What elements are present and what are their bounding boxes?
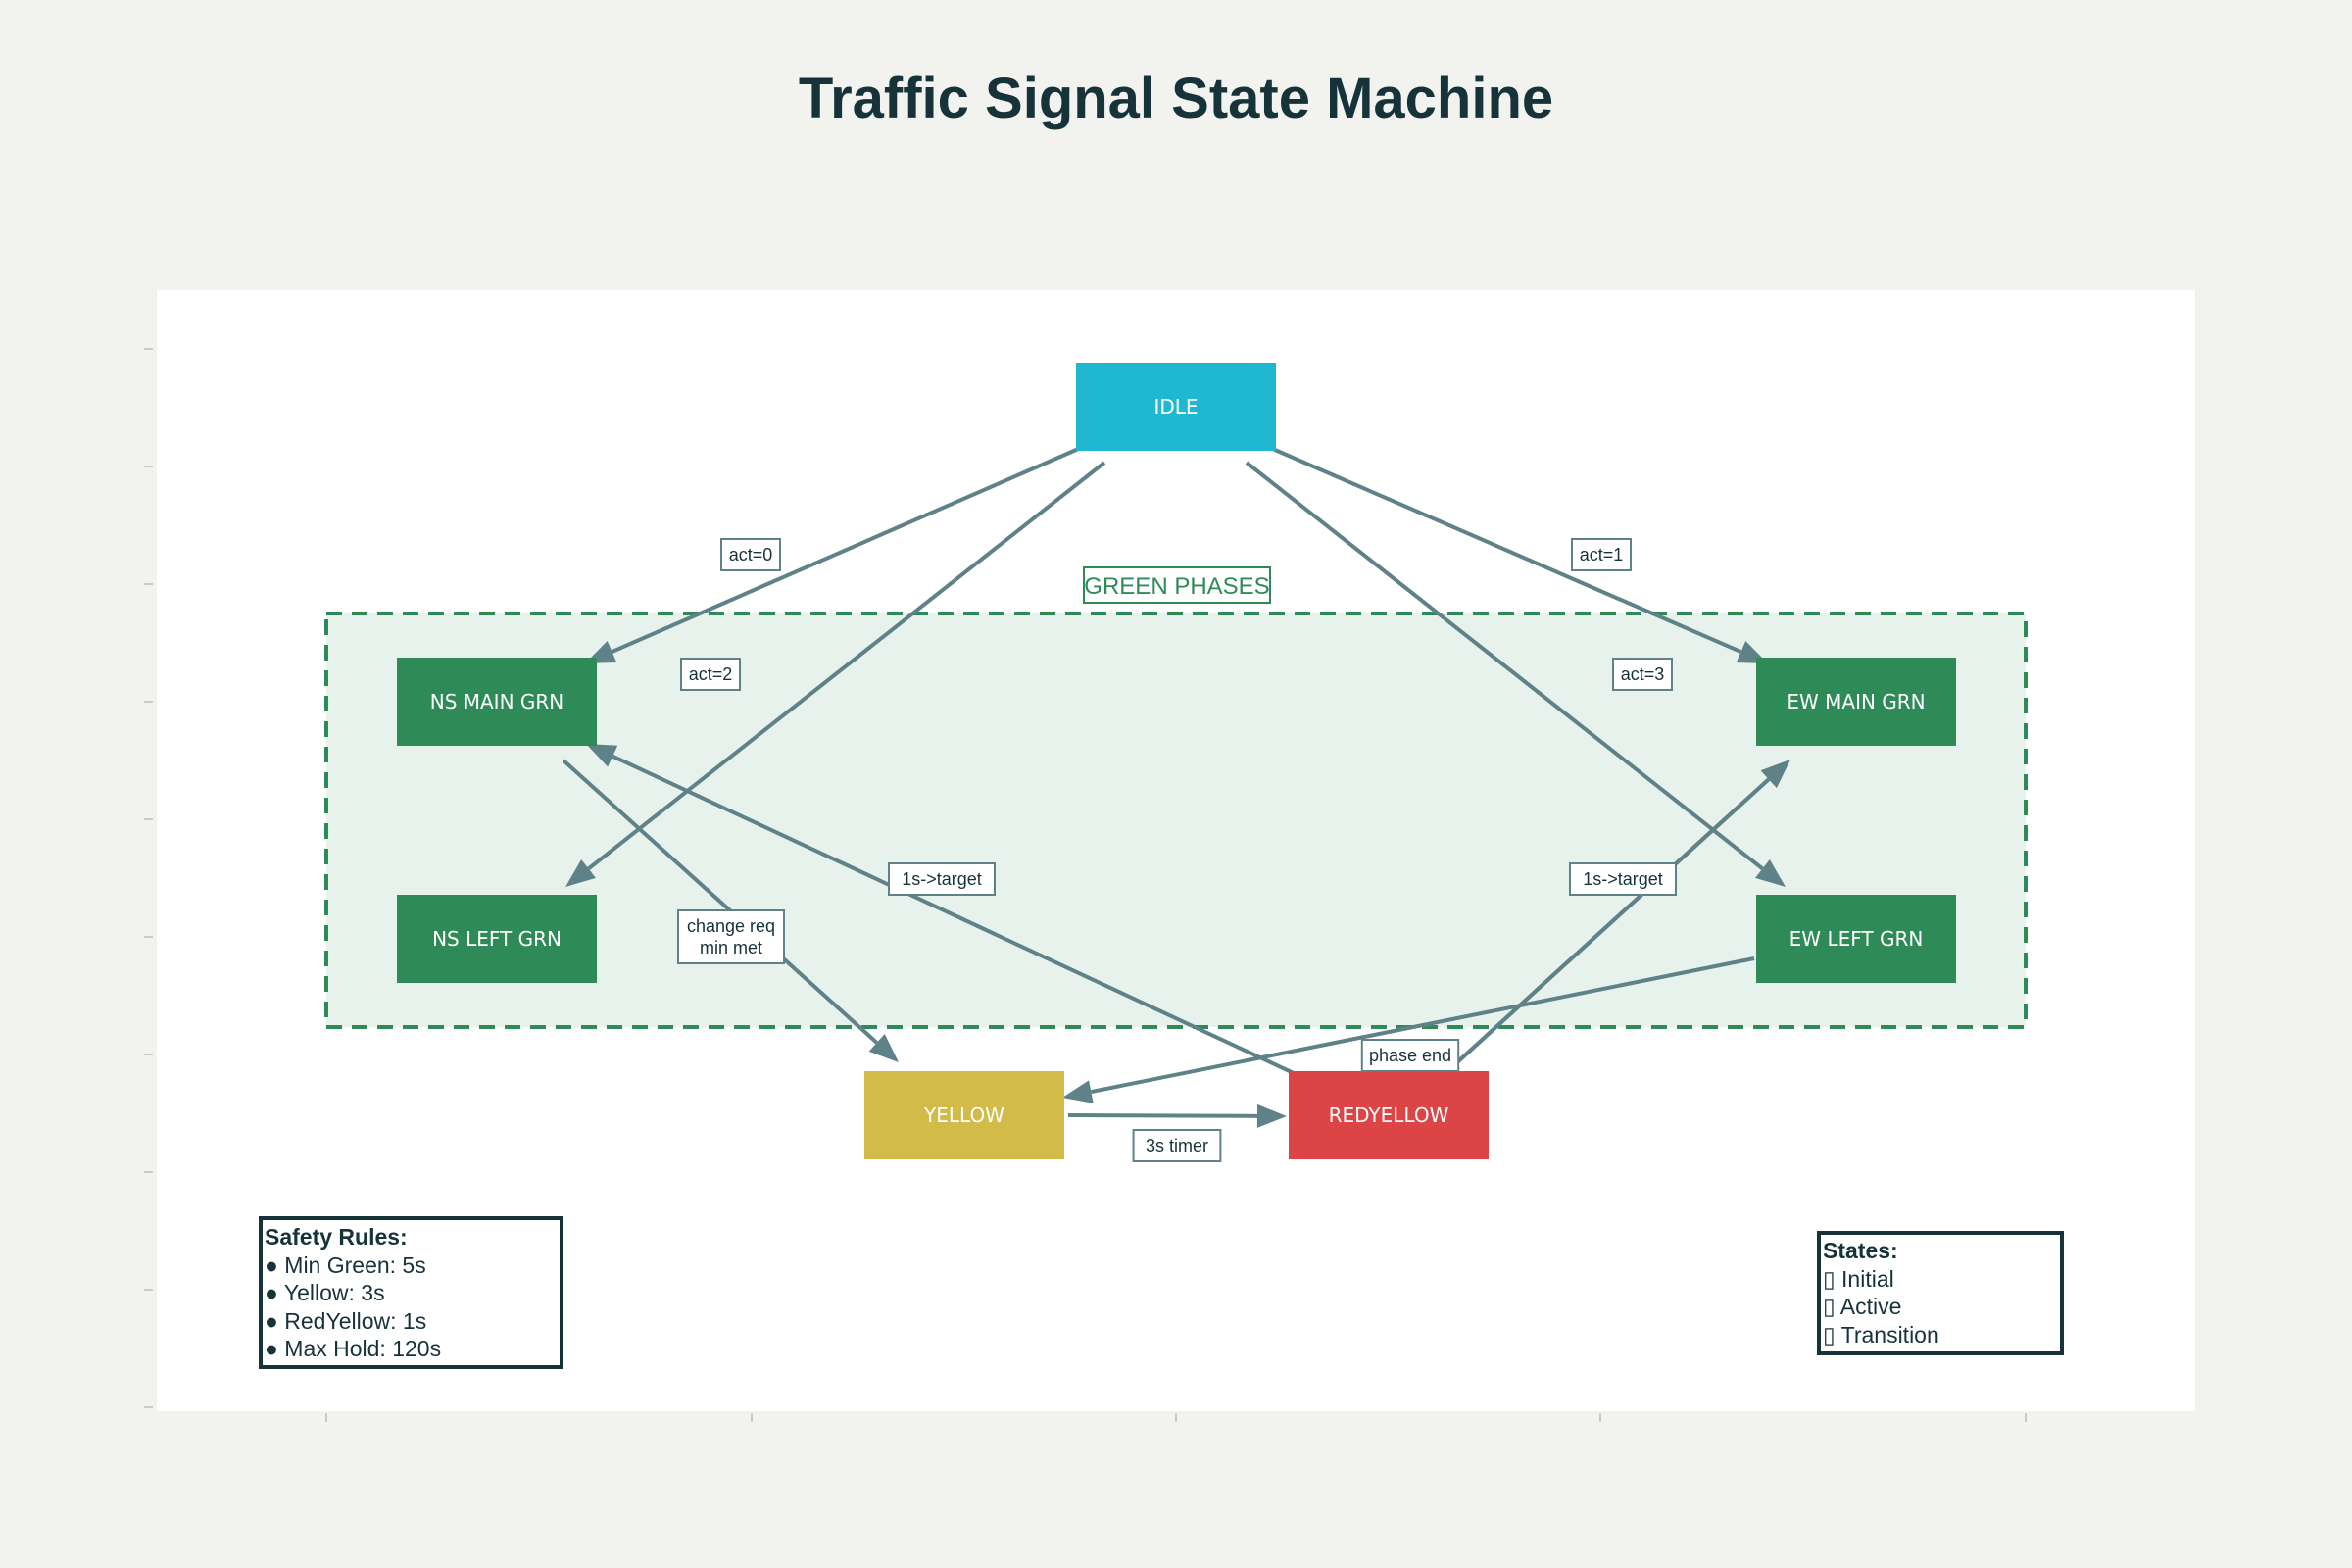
edge-label-change-req-min-met: change req min met [677, 909, 785, 964]
legend-safety-item: ● RedYellow: 1s [265, 1308, 426, 1334]
legend-safety-item: ● Max Hold: 120s [265, 1336, 441, 1361]
edge-idle-to-ew-left [1245, 461, 1764, 871]
edge-label-1s-target: 1s->target [1569, 862, 1677, 896]
state-box [397, 895, 597, 983]
edge-label-text: min met [700, 938, 762, 957]
state-box [1076, 363, 1276, 451]
state-label: REDYELLOW [1329, 1103, 1449, 1127]
edge-label-act-0: act=0 [720, 538, 781, 571]
edge-label-box [680, 658, 741, 691]
state-label: EW MAIN GRN [1787, 690, 1925, 713]
state-label: YELLOW [923, 1103, 1004, 1127]
legend-states: States: ▯ Initial ▯ Active ▯ Transition [1817, 1231, 2064, 1355]
edge-ns-main-to-yellow [562, 759, 879, 1045]
edges [562, 445, 1790, 1128]
state-box [1756, 658, 1956, 746]
edge-label-text: act=2 [689, 664, 733, 684]
edge-label-box [1569, 862, 1677, 896]
edge-idle-to-ns-main [611, 445, 1084, 654]
state-label: NS MAIN GRN [430, 690, 564, 713]
edge-label-box [1132, 1129, 1222, 1162]
state-node-idle: IDLE [1076, 363, 1276, 451]
group-label: GREEN PHASES [1084, 573, 1269, 600]
legend-safety-box [259, 1216, 564, 1369]
edge-idle-to-ns-left [587, 461, 1106, 871]
edge-label-text: act=1 [1580, 545, 1624, 564]
edge-redyellow-to-ew-main [1455, 777, 1771, 1064]
edge-label-act-3: act=3 [1612, 658, 1673, 691]
arrowhead [868, 1034, 899, 1062]
state-node-ew-main-grn: EW MAIN GRN [1756, 658, 1956, 746]
edge-idle-to-ew-main [1267, 445, 1742, 654]
legend-states-item: ▯ Active [1823, 1294, 1901, 1319]
diagram-title: Traffic Signal State Machine [799, 67, 1553, 130]
edge-redyellow-to-ns-main [612, 754, 1295, 1075]
state-node-ns-main-grn: NS MAIN GRN [397, 658, 597, 746]
edge-labels: act=0 act=2 act=1 act=3 change req min met 3s … [677, 538, 1677, 1162]
legend-safety: Safety Rules: ● Min Green: 5s ● Yellow: … [259, 1216, 564, 1369]
edge-label-box [1612, 658, 1673, 691]
legend-states-item: ▯ Initial [1823, 1266, 1894, 1292]
edge-label-box [677, 909, 785, 964]
state-label: IDLE [1153, 395, 1198, 418]
edge-label-box [720, 538, 781, 571]
legend-states-title: States: [1823, 1238, 1898, 1263]
edge-ew-left-to-yellow [1091, 956, 1755, 1095]
edge-label-text: 1s->target [1583, 869, 1663, 889]
edge-label-text: change req [687, 916, 775, 936]
edge-label-box [1360, 1039, 1460, 1072]
edge-label-1s-target: 1s->target [888, 862, 996, 896]
state-box [1756, 895, 1956, 983]
legend-safety-item: ● Min Green: 5s [265, 1252, 426, 1278]
edge-label-text: act=3 [1621, 664, 1665, 684]
nodes: IDLE NS MAIN GRN NS LEFT GRN EW MAIN GRN EW … [397, 363, 1956, 1159]
state-label: EW LEFT GRN [1789, 927, 1924, 951]
group-label-box [1083, 566, 1271, 604]
state-node-redyellow: REDYELLOW [1289, 1071, 1489, 1159]
arrowhead [1062, 1080, 1094, 1103]
state-box [864, 1071, 1064, 1159]
edge-label-text: phase end [1369, 1046, 1451, 1065]
edge-label-text: 3s timer [1146, 1136, 1208, 1155]
group-box [324, 612, 2028, 1029]
legend-safety-title: Safety Rules: [265, 1224, 408, 1250]
edge-label-3s-timer: 3s timer [1132, 1129, 1222, 1162]
group-green-phases: GREEN PHASES [324, 566, 2028, 1029]
edge-label-phase-end: phase end [1360, 1039, 1460, 1072]
legend-safety-item: ● Yellow: 3s [265, 1280, 385, 1305]
edge-yellow-to-redyellow [1067, 1113, 1258, 1118]
state-box [1289, 1071, 1489, 1159]
arrowhead [565, 859, 596, 887]
state-node-yellow: YELLOW [864, 1071, 1064, 1159]
arrowhead [1760, 760, 1790, 789]
edge-label-text: 1s->target [902, 869, 982, 889]
state-label: NS LEFT GRN [432, 927, 562, 951]
arrowhead [586, 744, 618, 767]
edge-label-box [888, 862, 996, 896]
edge-label-act-1: act=1 [1571, 538, 1632, 571]
state-node-ns-left-grn: NS LEFT GRN [397, 895, 597, 983]
state-box [397, 658, 597, 746]
axis-ticks [144, 348, 2027, 1422]
state-node-ew-left-grn: EW LEFT GRN [1756, 895, 1956, 983]
legend-states-box [1817, 1231, 2064, 1355]
edge-label-text: act=0 [729, 545, 773, 564]
edge-label-box [1571, 538, 1632, 571]
edge-label-act-2: act=2 [680, 658, 741, 691]
arrowhead [1256, 1103, 1287, 1128]
legend-states-item: ▯ Transition [1823, 1322, 1939, 1348]
arrowhead [1755, 859, 1786, 887]
